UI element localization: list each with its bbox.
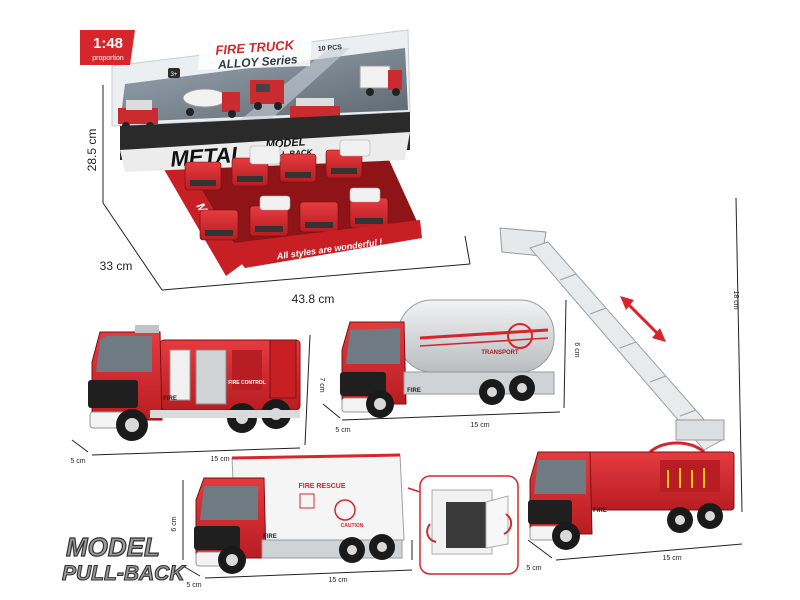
truck2-height-label: 6 cm: [573, 342, 580, 357]
truck3-width-label: 5 cm: [186, 582, 201, 589]
truck1-length-label: 15 cm: [210, 456, 229, 463]
scale-caption: proportion: [92, 55, 124, 62]
age-badge-bg: [168, 68, 180, 78]
truck2-dimension-lines: [322, 299, 567, 421]
truck3-dimension-lines: [182, 480, 413, 579]
truck1-height-label: 7 cm: [318, 377, 325, 392]
truck4-length-label: 15 cm: [662, 555, 681, 562]
truck-rescue-box: FIRE RESCUE CAUTION FIRE: [194, 453, 405, 574]
box-width-label: 43.8 cm: [292, 292, 335, 306]
header-count: 10 PCS: [318, 44, 343, 53]
footer-logo-line2: PULL-BACK: [62, 562, 186, 585]
header-truck-5: [359, 65, 402, 96]
truck1-width-label: 5 cm: [70, 458, 85, 465]
rescue-fire-text: FIRE: [263, 534, 277, 540]
box-dimension-lines: [102, 85, 471, 291]
boxed-trucks: [184, 139, 389, 241]
rescue-label: FIRE RESCUE: [298, 483, 345, 490]
truck4-width-label: 5 cm: [526, 565, 541, 572]
age-badge: 3+: [171, 72, 178, 78]
truck2-length-label: 15 cm: [470, 422, 489, 429]
footer-logo-line1: MODEL: [66, 532, 160, 562]
ladder-fire-text: FIRE: [593, 508, 607, 514]
ladder-call-text: Call 119: [631, 518, 650, 524]
header-title: FIRE TRUCK ALLOY Series 10 PCS 3+: [168, 36, 343, 78]
truck3-height-label: 6 cm: [171, 516, 178, 531]
truck2-width-label: 5 cm: [335, 427, 350, 434]
header-title-line2: ALLOY Series: [216, 52, 298, 72]
footer-logo: MODEL PULL-BACK: [61, 531, 186, 585]
display-box: FIRE TRUCK ALLOY Series 10 PCS 3+: [111, 29, 422, 276]
truck-pumper: FIRE CONTROL FIRE: [88, 325, 301, 441]
box-depth-label: 33 cm: [100, 259, 133, 273]
box-height-label: 28.5 cm: [85, 129, 99, 172]
scale-badge: 1:48 proportion: [80, 30, 135, 65]
rescue-caution: CAUTION: [341, 523, 364, 529]
header-title-line1: FIRE TRUCK: [215, 37, 296, 58]
pumper-logo-text: FIRE CONTROL: [228, 380, 266, 386]
header-truck-3: [250, 80, 284, 110]
truck3-length-label: 15 cm: [328, 577, 347, 584]
scale-ratio: 1:48: [93, 35, 123, 52]
truck1-dimension-lines: [71, 334, 311, 456]
truck-tanker: TRANSPORT FIRE: [340, 299, 555, 418]
tanker-label: TRANSPORT: [481, 350, 519, 356]
tanker-fire-text: FIRE: [407, 388, 421, 394]
header-truck-2: [182, 88, 240, 118]
pumper-fire-text: FIRE: [163, 396, 177, 402]
truck-ladder: Call 119 FIRE: [499, 227, 735, 550]
truck4-dimension-lines: [527, 197, 743, 561]
door-detail-inset: [407, 475, 519, 575]
truck4-height-label: 18 cm: [732, 290, 739, 309]
